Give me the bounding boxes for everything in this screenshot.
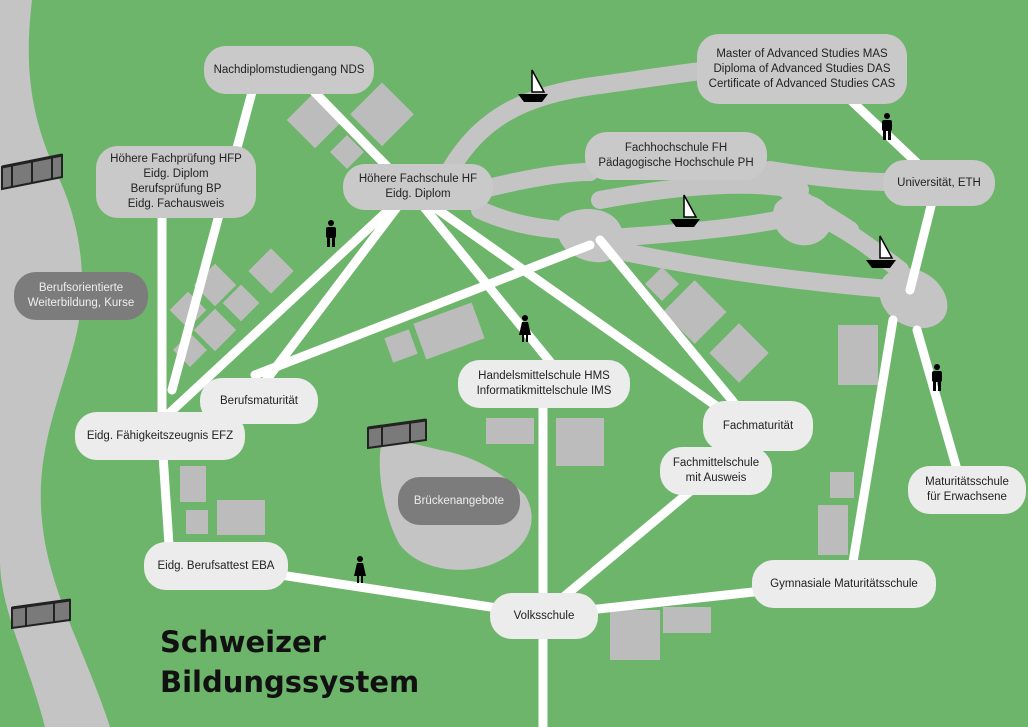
node-erwachsene: Maturitätsschule für Erwachsene [908,466,1026,514]
paths [157,67,965,727]
node-fms-line-1: Fachmittelschule [672,457,760,469]
node-erwachsene-line-1: Maturitätsschule [925,476,1009,488]
node-hfp: Höhere Fachprüfung HFP Eidg. Diplom Beru… [96,146,256,218]
node-mas-line-2: Diploma of Advanced Studies DAS [713,62,891,75]
node-fms-line-2: mit Ausweis [685,472,747,484]
man-icon [932,364,942,391]
node-hms-line-2: Informatikmittelschule IMS [476,385,612,397]
node-hf: Höhere Fachschule HF Eidg. Diplom [343,164,493,210]
node-fh-line-1: Fachhochschule FH [624,142,728,154]
node-nds-line: Nachdiplomstudiengang NDS [213,63,365,76]
node-hms: Handelsmittelschule HMS Informatikmittel… [458,360,630,408]
node-fms: Fachmittelschule mit Ausweis [660,447,772,495]
man-icon [326,220,336,247]
node-mas-line-3: Certificate of Advanced Studies CAS [708,77,896,90]
page-title-line-1: Schweizer [160,625,326,659]
bridge-icon [0,153,63,191]
node-berufsmaturitaet-line: Berufsmaturität [220,394,298,407]
node-fachmaturitaet-line: Fachmaturität [722,419,794,432]
node-uni: Universität, ETH [883,160,995,206]
node-gymnasium: Gymnasiale Maturitätsschule [752,560,936,608]
node-mas-line-1: Master of Advanced Studies MAS [716,47,888,60]
boat-icon [670,194,700,227]
node-uni-line: Universität, ETH [897,176,981,189]
node-efz-line: Eidg. Fähigkeitszeugnis EFZ [86,429,234,442]
node-hms-line-1: Handelsmittelschule HMS [478,370,610,382]
node-fh-line-2: Pädagogische Hochschule PH [598,157,754,169]
node-berufsorientierte-line-2: Weiterbildung, Kurse [27,297,135,309]
basin-3 [879,268,948,329]
woman-icon [519,315,531,342]
page-title: Schweizer Bildungssystem [160,622,419,702]
woman-icon [354,556,366,583]
node-hfp-line-3: Berufsprüfung BP [130,183,222,195]
node-hfp-line-4: Eidg. Fachausweis [127,198,225,210]
node-erwachsene-line-2: für Erwachsene [927,491,1007,503]
node-gymnasium-line: Gymnasiale Maturitätsschule [770,577,918,590]
bridge-icon [367,418,427,450]
boat-icon [518,69,548,102]
man-icon [882,113,892,140]
node-hf-line-1: Höhere Fachschule HF [358,173,478,185]
node-hfp-line-1: Höhere Fachprüfung HFP [110,153,242,165]
bridge-icon [11,598,71,630]
basin-2 [772,194,832,246]
page-title-line-2: Bildungssystem [160,665,420,699]
node-eba-line: Eidg. Berufsattest EBA [157,559,275,572]
node-hfp-line-2: Eidg. Diplom [143,168,209,180]
boat-icon [866,235,896,268]
node-bruecken: Brückenangebote [398,477,520,525]
node-eba: Eidg. Berufsattest EBA [144,542,288,590]
node-nds: Nachdiplomstudiengang NDS [204,46,374,94]
node-fh: Fachhochschule FH Pädagogische Hochschul… [585,132,767,180]
node-berufsorientierte-line-1: Berufsorientierte [38,282,124,294]
node-volksschule-line: Volksschule [513,609,575,622]
node-hf-line-2: Eidg. Diplom [385,188,451,200]
node-volksschule: Volksschule [490,593,598,639]
node-fachmaturitaet: Fachmaturität [703,401,813,451]
node-berufsmaturitaet: Berufsmaturität [200,378,318,424]
node-efz: Eidg. Fähigkeitszeugnis EFZ [75,412,245,460]
node-bruecken-line: Brückenangebote [413,494,505,507]
node-mas: Master of Advanced Studies MAS Diploma o… [697,34,907,104]
node-berufsorientierte: Berufsorientierte Weiterbildung, Kurse [14,272,148,320]
